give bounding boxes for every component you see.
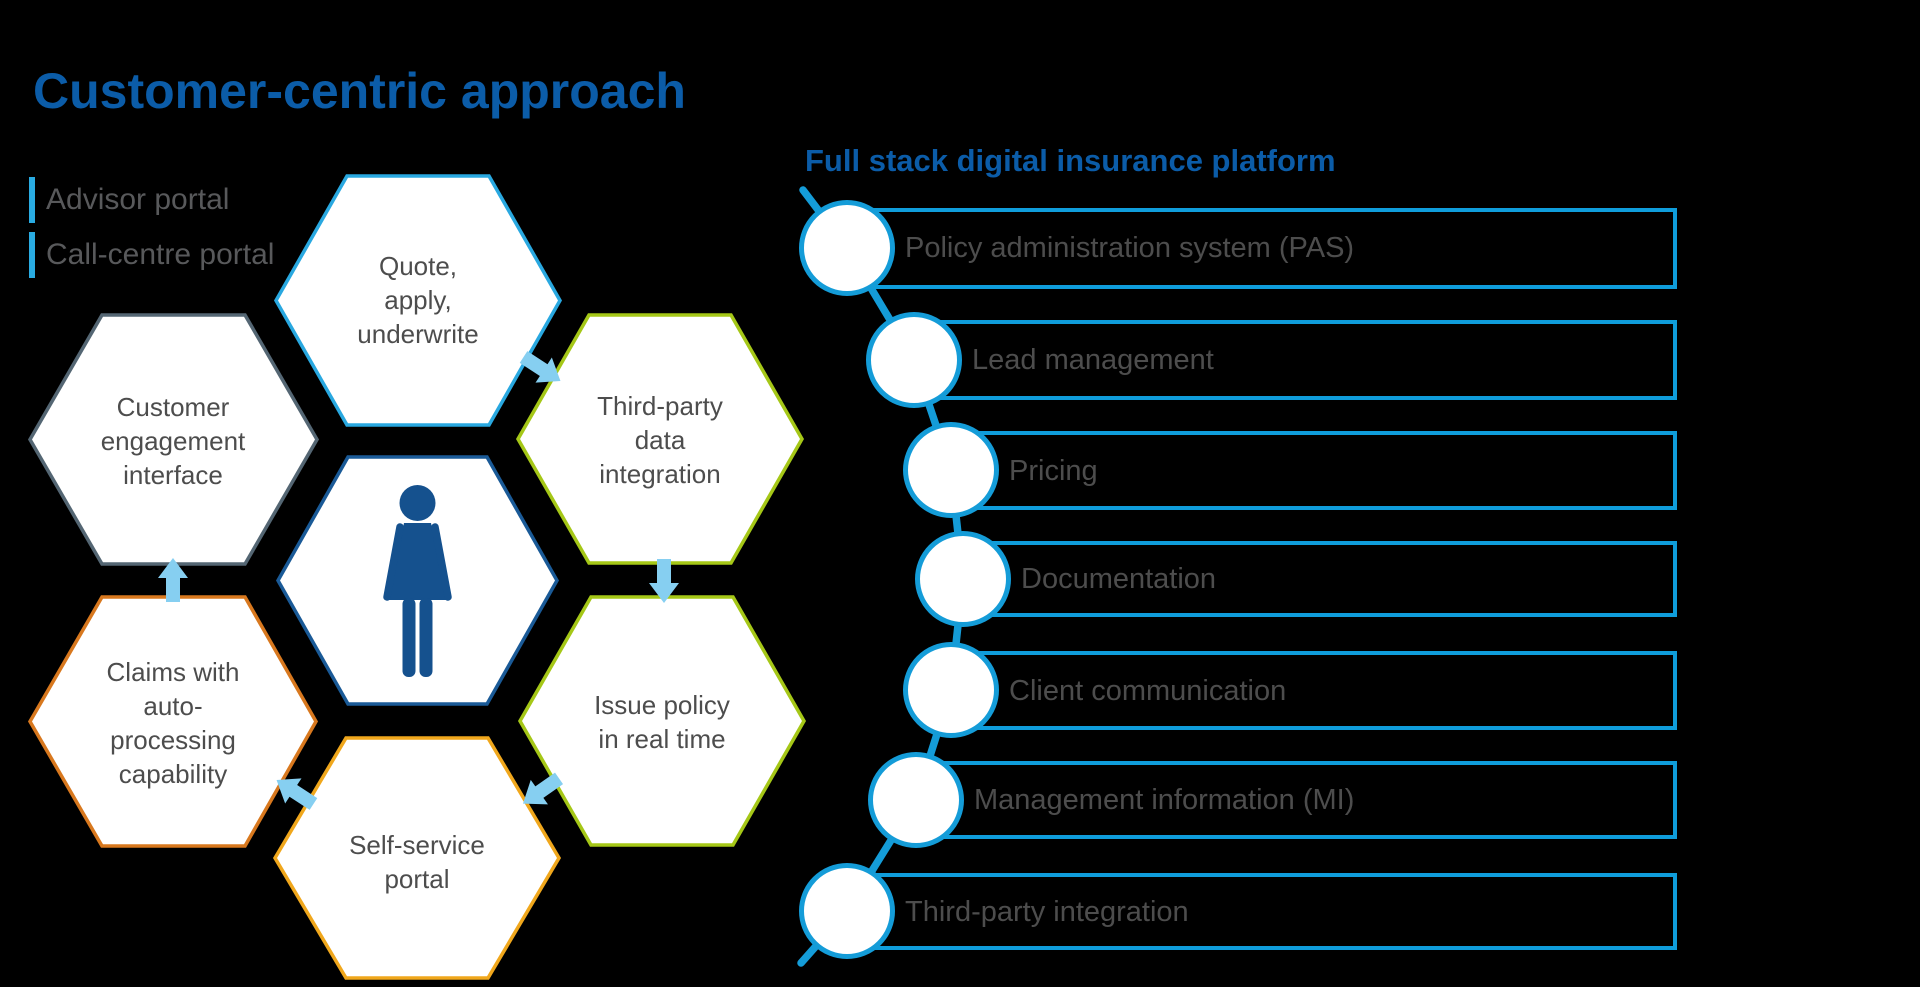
person-leg-left <box>402 598 416 677</box>
platform-item-label: Third-party integration <box>905 896 1189 928</box>
hexagon-label-line: data <box>634 425 686 455</box>
arrow-quote-to-third-party-icon <box>519 351 561 383</box>
platform-node <box>903 422 999 518</box>
call-centre-portal-label: Call-centre portal <box>29 232 274 278</box>
hexagon-issue-policy <box>517 595 807 847</box>
arrow-self-service-to-claims-icon <box>276 778 318 810</box>
arrow-shape <box>522 772 564 805</box>
platform-title: Full stack digital insurance platform <box>805 143 1336 178</box>
hexagon-label-line: portal <box>384 864 450 894</box>
platform-chain-nodes <box>799 200 1011 959</box>
person-arm-right <box>431 523 452 601</box>
platform-node <box>866 312 962 408</box>
platform-item-label: Lead management <box>972 344 1214 376</box>
portal-label-text: Call-centre portal <box>46 238 275 271</box>
page-title: Customer-centric approach <box>33 63 686 119</box>
portal-accent-bar <box>29 177 35 223</box>
hexagon-label-line: auto- <box>143 691 203 721</box>
portal-label-text: Advisor portal <box>46 183 230 216</box>
person-leg-right <box>419 598 433 677</box>
platform-node <box>903 642 999 738</box>
person-arm-left <box>383 523 404 601</box>
platform-node <box>799 200 895 296</box>
arrow-third-party-to-issue-policy-icon <box>649 559 679 603</box>
hexagon-quote-apply-underwrite <box>273 174 563 427</box>
arrow-claims-to-customer-engagement-icon <box>158 558 188 602</box>
platform-node <box>799 863 895 959</box>
hexagon-label-line: interface <box>123 460 223 490</box>
hexagon-claims <box>27 595 319 848</box>
hexagon-third-party-data <box>515 313 805 565</box>
hexagon-label-issue-policy: Issue policy in real time <box>540 688 784 756</box>
advisor-portal-label: Advisor portal <box>29 177 229 223</box>
arrow-shape <box>519 351 561 383</box>
hexagon-label-line: Claims with <box>106 657 240 687</box>
hexagon-label-line: Customer <box>116 392 230 422</box>
hexagon-customer-engagement <box>27 313 320 566</box>
hexagon-label-line: in real time <box>598 724 726 754</box>
arrow-shape <box>158 558 188 602</box>
hexagon-label-self-service: Self-service portal <box>295 828 539 896</box>
hexagon-label-line: integration <box>599 459 721 489</box>
hexagon-label-line: Issue policy <box>594 690 730 720</box>
hexagon-label-line: Third-party <box>597 391 723 421</box>
platform-item-label: Documentation <box>1021 563 1217 595</box>
platform-item-label: Management information (MI) <box>974 784 1355 816</box>
hexagon-label-line: apply, <box>384 285 452 315</box>
hexagon-label-customer-engagement: Customer engagement interface <box>51 390 295 492</box>
person-dress <box>387 523 448 600</box>
hexagon-label-claims: Claims with auto- processing capability <box>51 655 295 791</box>
hexagon-label-line: Self-service <box>349 830 485 860</box>
portal-accent-bar <box>29 232 35 278</box>
hexagon-label-third-party: Third-party data integration <box>538 389 782 491</box>
arrow-issue-policy-to-self-service-icon <box>522 772 564 805</box>
hexagon-label-line: underwrite <box>357 319 479 349</box>
arrow-shape <box>649 559 679 603</box>
hexagon-label-line: capability <box>118 759 228 789</box>
person-head <box>399 485 436 521</box>
hexagon-label-line: engagement <box>100 426 246 456</box>
platform-node <box>915 531 1011 627</box>
arrow-shape <box>276 778 318 810</box>
platform-node <box>868 752 964 848</box>
platform-item-label: Policy administration system (PAS) <box>905 232 1355 264</box>
platform-item-label: Pricing <box>1009 455 1098 487</box>
platform-item-label: Client communication <box>1009 675 1287 707</box>
hexagon-self-service <box>272 736 562 980</box>
hexagon-label-line: processing <box>110 725 236 755</box>
hexagon-label-line: Quote, <box>378 251 458 281</box>
hexagon-label-quote: Quote, apply, underwrite <box>296 249 540 351</box>
female-person-icon <box>383 485 452 677</box>
